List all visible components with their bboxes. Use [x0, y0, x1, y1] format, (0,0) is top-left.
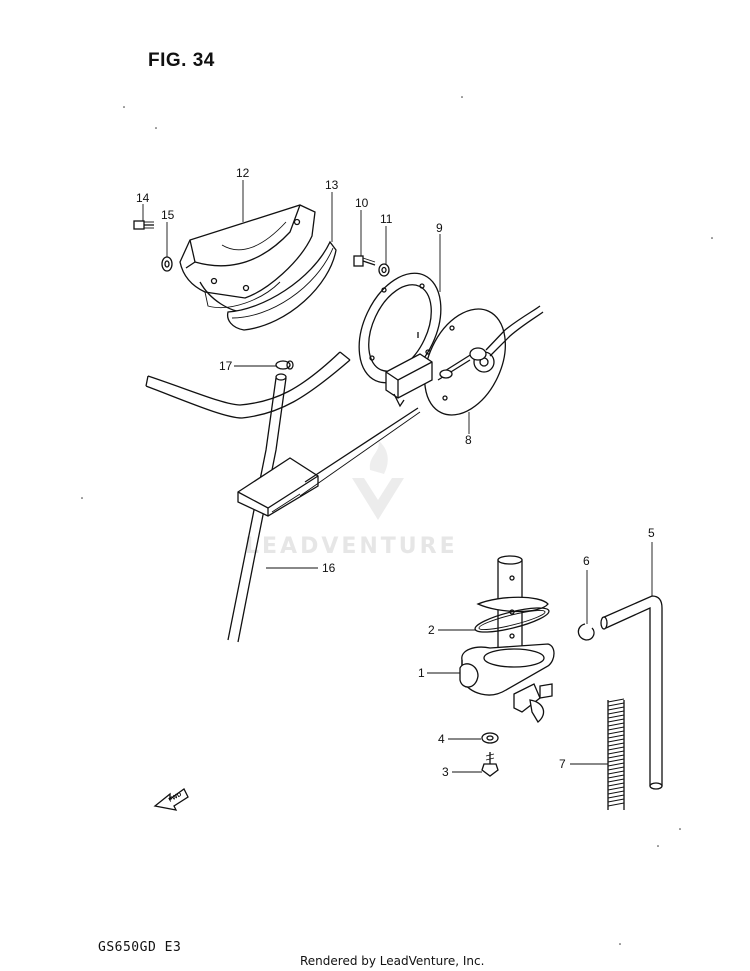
callout-9: 9	[436, 221, 443, 235]
clamp-17	[275, 360, 294, 370]
callout-7: 7	[559, 757, 566, 771]
lead-wire-part	[145, 351, 421, 643]
fuel-cock-part	[459, 555, 555, 723]
washer-15	[161, 256, 173, 272]
fuel-hose-part	[600, 595, 663, 790]
callout-2: 2	[428, 623, 435, 637]
rendered-by-credit: Rendered by LeadVenture, Inc.	[300, 954, 485, 968]
callout-11: 11	[380, 212, 393, 226]
washer-4	[481, 732, 499, 744]
screw-10	[353, 255, 376, 267]
screw-14	[133, 220, 154, 230]
o-ring-part	[474, 607, 550, 633]
callout-8: 8	[465, 433, 472, 447]
callout-10: 10	[355, 196, 369, 210]
watermark-text: LEADVENTURE	[245, 534, 458, 559]
scan-specks	[81, 96, 713, 945]
callout-numbers: 12 13 14 15 10 11 9 8 17 16 2 1 4 3 5 6 …	[136, 166, 655, 779]
callout-12: 12	[236, 166, 250, 180]
callout-13: 13	[325, 178, 339, 192]
protector-part	[179, 204, 316, 313]
callout-4: 4	[438, 732, 445, 746]
leader-lines	[142, 180, 653, 773]
callout-1: 1	[418, 666, 425, 680]
callout-3: 3	[442, 765, 449, 779]
model-code: GS650GD E3	[98, 940, 182, 955]
callout-5: 5	[648, 526, 655, 540]
hose-clip-part	[577, 623, 595, 641]
callout-6: 6	[583, 554, 590, 568]
fwd-arrow-icon: FWD	[153, 788, 189, 811]
fuel-gauge-plate-part	[385, 305, 544, 416]
washer-11	[378, 263, 390, 277]
callout-16: 16	[322, 561, 336, 575]
callout-14: 14	[136, 191, 150, 205]
callout-15: 15	[161, 208, 175, 222]
spring-part	[607, 698, 625, 810]
bolt-3	[481, 752, 499, 777]
leadventure-watermark-logo	[352, 440, 404, 520]
callout-17: 17	[219, 359, 233, 373]
figure-title: FIG. 34	[148, 50, 215, 71]
cushion-part	[226, 240, 337, 331]
